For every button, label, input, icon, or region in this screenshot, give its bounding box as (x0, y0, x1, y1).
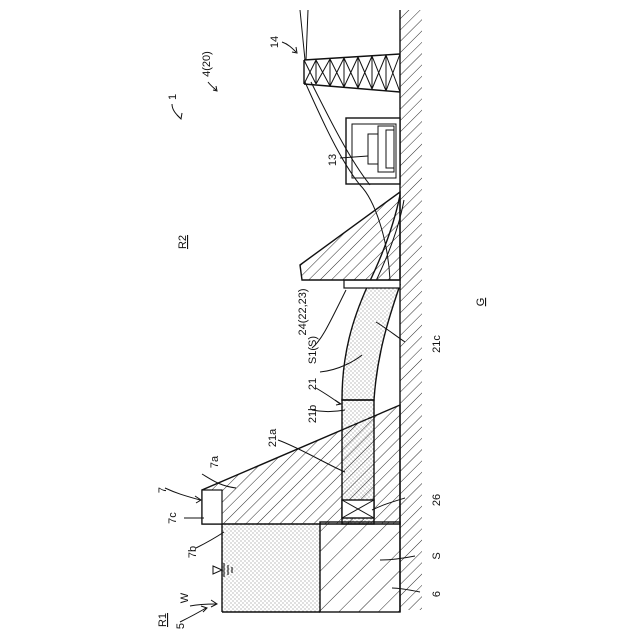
label-1: 1 (167, 94, 179, 100)
ground (400, 10, 422, 612)
label-w: W (179, 592, 191, 603)
label-21b: 21b (307, 405, 319, 423)
label-4-20: 4(20) (201, 51, 213, 77)
label-s: S (431, 552, 443, 559)
hill (300, 192, 400, 280)
foundation (320, 522, 400, 612)
label-s1: S1(S) (307, 336, 319, 364)
label-14: 14 (269, 36, 281, 48)
gate-26 (342, 500, 374, 518)
reservoir-water (222, 524, 320, 612)
label-r1: R1 (157, 613, 169, 627)
label-13: 13 (327, 154, 339, 166)
label-21a: 21a (267, 428, 279, 447)
label-21c: 21c (431, 335, 443, 353)
label-7b: 7b (187, 546, 199, 558)
label-24: 24(22,23) (297, 288, 309, 335)
label-21: 21 (307, 378, 319, 390)
powerhouse-13 (346, 118, 400, 184)
label-7: 7 (157, 487, 169, 493)
label-r2: R2 (177, 235, 189, 249)
transmission-tower-14 (304, 54, 400, 92)
label-7a: 7a (209, 455, 221, 468)
label-5: 5 (175, 623, 187, 629)
label-26: 26 (431, 494, 443, 506)
label-g: G (475, 298, 487, 307)
label-7c: 7c (167, 512, 179, 524)
label-6: 6 (431, 591, 443, 597)
support-24 (344, 280, 400, 288)
